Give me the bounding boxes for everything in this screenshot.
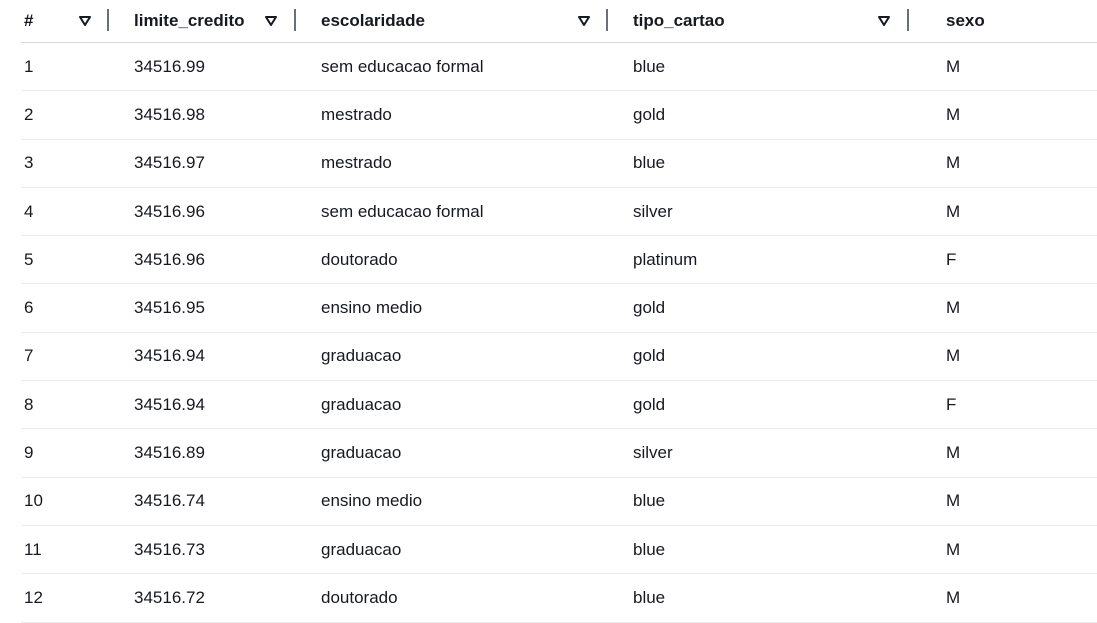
sexo-cell: M (946, 201, 961, 221)
column-resize-handle[interactable] (907, 9, 909, 31)
row-number-cell: 2 (24, 104, 34, 124)
sort-caret-down-icon[interactable] (76, 12, 94, 30)
escolaridade-cell: doutorado (321, 587, 398, 607)
sexo-cell: M (946, 298, 961, 318)
column-header-num[interactable]: # (21, 0, 109, 42)
sexo-cell: M (946, 104, 961, 124)
sexo-cell: M (946, 539, 961, 559)
limite-credito-cell: 34516.96 (134, 249, 205, 269)
column-header-label: escolaridade (321, 11, 425, 30)
table-row[interactable]: 8 34516.94 graduacao gold F (21, 381, 1097, 430)
limite-credito-cell: 34516.96 (134, 201, 205, 221)
sexo-cell: M (946, 587, 961, 607)
sort-caret-down-icon[interactable] (575, 12, 593, 30)
sexo-cell: M (946, 56, 961, 76)
sexo-cell: F (946, 394, 957, 414)
table-row[interactable]: 5 34516.96 doutorado platinum F (21, 236, 1097, 285)
column-header-label: # (24, 11, 34, 30)
tipo-cartao-cell: platinum (633, 249, 698, 269)
escolaridade-cell: graduacao (321, 346, 402, 366)
escolaridade-cell: sem educacao formal (321, 201, 484, 221)
column-header-label: limite_credito (134, 11, 245, 30)
column-header-label: sexo (946, 11, 985, 30)
tipo-cartao-cell: gold (633, 298, 666, 318)
tipo-cartao-cell: blue (633, 539, 666, 559)
results-table: # limite_credito escolaridade tipo_carta… (21, 0, 1097, 623)
table-row[interactable]: 3 34516.97 mestrado blue M (21, 140, 1097, 188)
table-header: # limite_credito escolaridade tipo_carta… (21, 0, 1097, 43)
escolaridade-cell: graduacao (321, 394, 402, 414)
tipo-cartao-cell: blue (633, 491, 666, 511)
escolaridade-cell: doutorado (321, 249, 398, 269)
tipo-cartao-cell: blue (633, 153, 666, 173)
sort-caret-down-icon[interactable] (875, 12, 893, 30)
escolaridade-cell: mestrado (321, 104, 392, 124)
row-number-cell: 1 (24, 56, 34, 76)
sexo-cell: M (946, 491, 961, 511)
escolaridade-cell: graduacao (321, 443, 402, 463)
row-number-cell: 10 (24, 491, 43, 511)
limite-credito-cell: 34516.97 (134, 153, 205, 173)
table-row[interactable]: 11 34516.73 graduacao blue M (21, 526, 1097, 575)
tipo-cartao-cell: silver (633, 201, 673, 221)
tipo-cartao-cell: blue (633, 587, 666, 607)
row-number-cell: 3 (24, 153, 34, 173)
row-number-cell: 4 (24, 201, 34, 221)
tipo-cartao-cell: gold (633, 346, 666, 366)
row-number-cell: 11 (24, 539, 42, 559)
limite-credito-cell: 34516.94 (134, 394, 205, 414)
column-resize-handle[interactable] (606, 9, 608, 31)
limite-credito-cell: 34516.73 (134, 539, 205, 559)
row-number-cell: 7 (24, 346, 34, 366)
limite-credito-cell: 34516.72 (134, 587, 205, 607)
column-header-limite-credito[interactable]: limite_credito (109, 0, 309, 42)
column-resize-handle[interactable] (107, 9, 109, 31)
row-number-cell: 9 (24, 443, 34, 463)
row-number-cell: 5 (24, 249, 34, 269)
column-header-sexo[interactable]: sexo (922, 0, 1097, 42)
tipo-cartao-cell: gold (633, 394, 666, 414)
row-number-cell: 12 (24, 587, 43, 607)
sort-caret-down-icon[interactable] (262, 12, 280, 30)
table-row[interactable]: 12 34516.72 doutorado blue M (21, 574, 1097, 623)
sexo-cell: F (946, 249, 957, 269)
escolaridade-cell: ensino medio (321, 491, 423, 511)
column-header-escolaridade[interactable]: escolaridade (309, 0, 609, 42)
column-header-label: tipo_cartao (633, 11, 725, 30)
table-row[interactable]: 10 34516.74 ensino medio blue M (21, 478, 1097, 526)
limite-credito-cell: 34516.94 (134, 346, 205, 366)
column-header-tipo-cartao[interactable]: tipo_cartao (609, 0, 922, 42)
limite-credito-cell: 34516.74 (134, 491, 205, 511)
table-row[interactable]: 6 34516.95 ensino medio gold M (21, 284, 1097, 333)
tipo-cartao-cell: blue (633, 56, 666, 76)
table-row[interactable]: 1 34516.99 sem educacao formal blue M (21, 43, 1097, 92)
limite-credito-cell: 34516.89 (134, 443, 205, 463)
sexo-cell: M (946, 346, 961, 366)
row-number-cell: 6 (24, 298, 34, 318)
limite-credito-cell: 34516.99 (134, 56, 205, 76)
escolaridade-cell: graduacao (321, 539, 402, 559)
limite-credito-cell: 34516.98 (134, 104, 205, 124)
table-row[interactable]: 4 34516.96 sem educacao formal silver M (21, 188, 1097, 237)
row-number-cell: 8 (24, 394, 34, 414)
table-row[interactable]: 2 34516.98 mestrado gold M (21, 91, 1097, 140)
column-resize-handle[interactable] (294, 9, 296, 31)
tipo-cartao-cell: gold (633, 104, 666, 124)
table-row[interactable]: 9 34516.89 graduacao silver M (21, 429, 1097, 478)
limite-credito-cell: 34516.95 (134, 298, 205, 318)
escolaridade-cell: sem educacao formal (321, 56, 484, 76)
table-row[interactable]: 7 34516.94 graduacao gold M (21, 333, 1097, 382)
tipo-cartao-cell: silver (633, 443, 673, 463)
sexo-cell: M (946, 443, 961, 463)
sexo-cell: M (946, 153, 961, 173)
escolaridade-cell: ensino medio (321, 298, 423, 318)
escolaridade-cell: mestrado (321, 153, 392, 173)
